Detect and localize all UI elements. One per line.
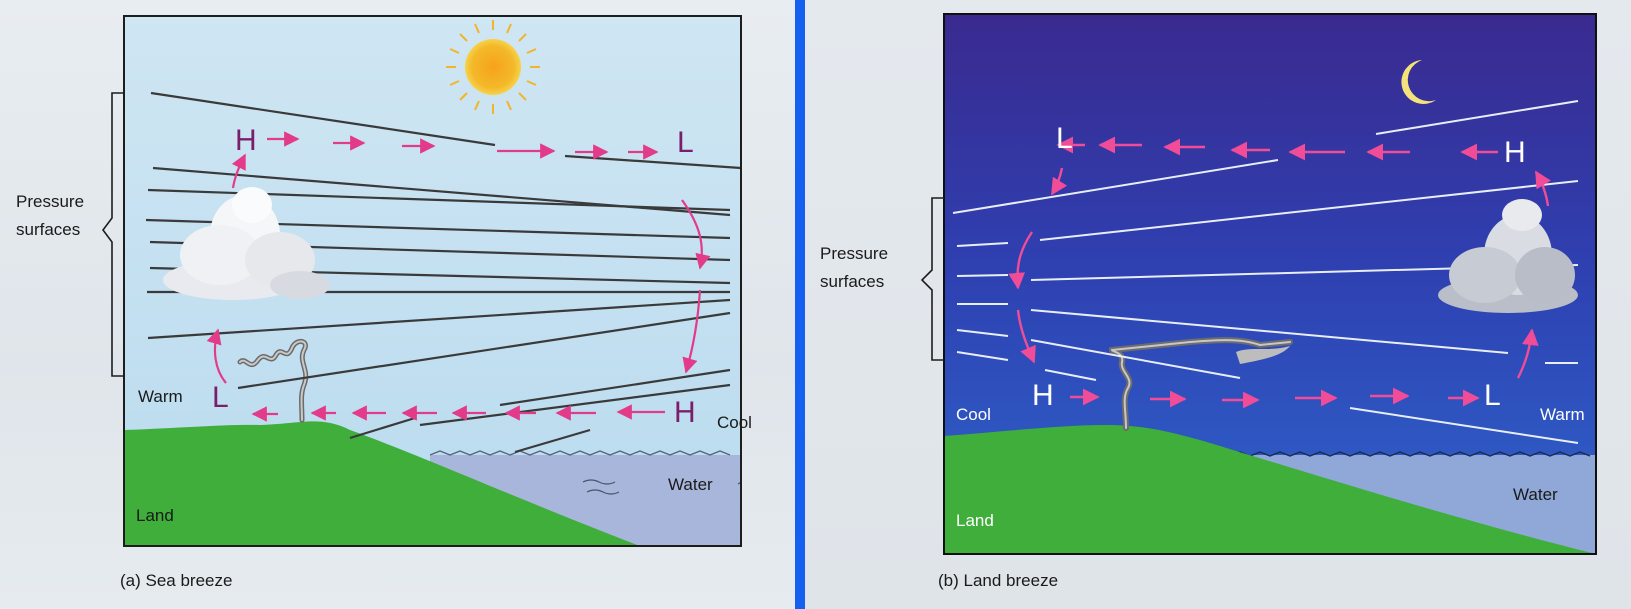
diagram-frame [943, 13, 1597, 555]
pressure-surfaces-label-a: Pressure surfaces [16, 192, 85, 239]
land-label: Land [136, 506, 174, 525]
water-waves [429, 450, 731, 456]
smoke-plume [1108, 337, 1293, 431]
water-label: Water [668, 475, 713, 494]
sun-icon [446, 20, 540, 114]
low-pressure-surface-label: L [212, 381, 229, 414]
warm-label: Warm [138, 387, 183, 406]
land-label: Land [956, 511, 994, 530]
land-body [124, 421, 640, 546]
pressure-bracket [102, 92, 124, 377]
water-ripples [582, 479, 741, 495]
panel-divider [795, 0, 805, 609]
circulation-arrows [1008, 136, 1551, 409]
moon-icon [1401, 60, 1436, 104]
low-pressure-surface-label: L [1484, 379, 1501, 412]
diagram-frame [123, 15, 742, 547]
cool-label: Cool [956, 405, 991, 424]
water-label: Water [1513, 485, 1558, 504]
caption-b: (b) Land breeze [938, 571, 1059, 590]
high-pressure-surface-label: H [1032, 379, 1054, 412]
land-body [944, 425, 1596, 554]
cool-label: Cool [717, 413, 752, 432]
cumulus-cloud-icon [1438, 199, 1578, 313]
warm-label: Warm [1540, 405, 1585, 424]
low-pressure-upper-label: L [1056, 122, 1073, 155]
sea-breeze-diagram: H L H L Warm Cool Land Water [102, 15, 752, 547]
cumulus-cloud-icon [163, 187, 330, 300]
caption-a: (a) Sea breeze [120, 571, 233, 590]
low-pressure-upper-label: L [677, 126, 694, 159]
land-breeze-diagram: L H H L Cool Warm Land Water [920, 13, 1597, 555]
pressure-surfaces-label-b: Pressure surfaces [820, 244, 889, 291]
smoke-plume [237, 339, 309, 423]
high-pressure-upper-label: H [235, 124, 257, 157]
water-waves [1229, 451, 1591, 457]
high-pressure-surface-label: H [674, 396, 696, 429]
high-pressure-upper-label: H [1504, 136, 1526, 169]
pressure-bracket [920, 197, 944, 361]
circulation-arrows [206, 131, 711, 422]
